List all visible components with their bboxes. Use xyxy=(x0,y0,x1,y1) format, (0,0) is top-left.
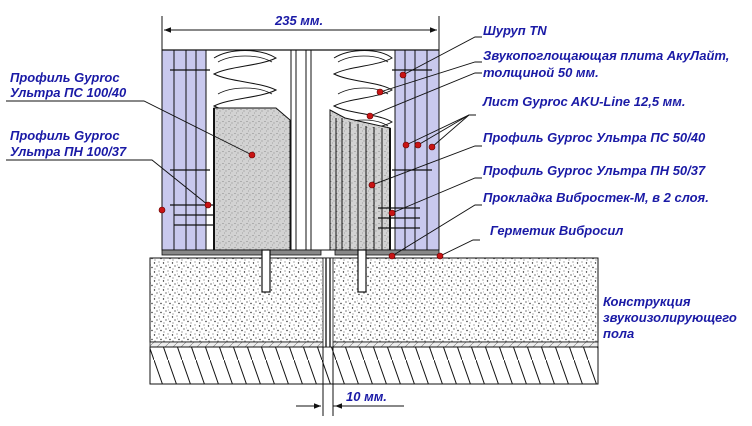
label-sheet: Лист Gyproc AKU-Line 12,5 мм. xyxy=(482,94,686,109)
labels: Профиль Gyproc Ультра ПС 100/40 Профиль … xyxy=(10,23,737,341)
floor-anchors xyxy=(261,249,367,293)
label-floor-line3: пола xyxy=(603,326,634,341)
label-profile-pn100-line1: Профиль Gyproc xyxy=(10,128,120,143)
dimension-gap: 10 мм. xyxy=(296,347,404,416)
width-dimension-text: 235 мм. xyxy=(274,13,323,28)
label-plate-line1: Звукопоглощающая плита АкуЛайт, xyxy=(483,48,729,63)
partition-wall xyxy=(161,49,440,293)
leader-lines xyxy=(6,36,599,300)
label-profile-pn100-line2: Ультра ПН 100/37 xyxy=(10,144,127,159)
label-profile-ps50: Профиль Gyproc Ультра ПС 50/40 xyxy=(483,130,706,145)
label-floor-line2: звукоизолирующего xyxy=(603,310,737,325)
label-plate-line2: толщиной 50 мм. xyxy=(483,65,599,80)
label-profile-ps100-line2: Ультра ПС 100/40 xyxy=(10,85,127,100)
label-profile-pn50: Профиль Gyproc Ультра ПН 50/37 xyxy=(483,163,706,178)
gap-dimension-text: 10 мм. xyxy=(346,389,387,404)
label-screw: Шуруп TN xyxy=(483,23,547,38)
callout-markers xyxy=(158,71,444,260)
dimension-width: 235 мм. xyxy=(161,13,440,50)
label-gasket: Прокладка Вибростек-М, в 2 слоя. xyxy=(483,190,709,205)
label-profile-ps100-line1: Профиль Gyproc xyxy=(10,70,120,85)
label-sealant: Герметик Вибросил xyxy=(490,223,623,238)
label-floor-line1: Конструкция xyxy=(603,294,691,309)
floor-construction xyxy=(149,257,599,385)
